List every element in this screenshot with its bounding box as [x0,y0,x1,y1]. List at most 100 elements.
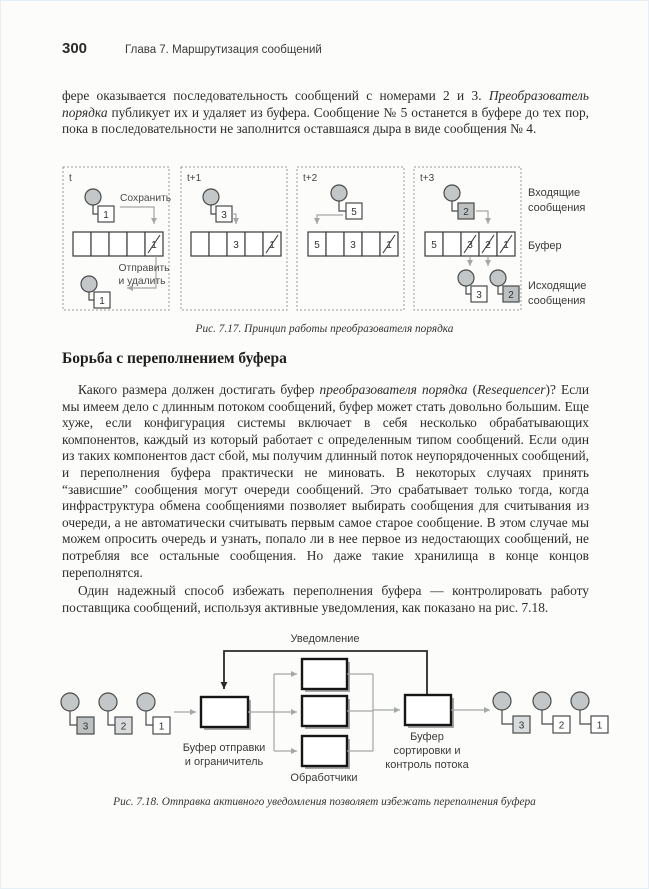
buffer-label: Буфер [528,240,562,252]
text-run-italic: Resequencer [477,382,546,397]
text-run-italic: преобразователя порядка [319,382,468,397]
text-run: публикует их и удаляет из буфера. Сообще… [62,104,589,137]
figure-caption-7-18: Рис. 7.18. Отправка активного уведомлени… [113,796,536,808]
outgoing-label-2: сообщения [528,295,585,307]
message-number: 1 [99,296,105,307]
incoming-message-icon: 5 [330,184,363,220]
send-buffer-label-2: и ограничитель [185,756,264,768]
send-label-1: Отправить [118,263,169,274]
message-number: 3 [221,210,227,221]
panel-t2: t+2 5 5 3 1 [296,166,405,311]
processors-label: Обработчики [290,772,357,784]
sort-buffer-label-3: контроль потока [385,759,469,771]
cell-number: 3 [467,240,473,251]
store-arrow [476,210,491,224]
figure-caption-7-17: Рис. 7.17. Принцип работы преобразовател… [195,323,454,335]
processor-box [300,734,350,769]
figure-active-notification: Уведомление 3 2 1 [60,633,609,784]
cell-number: 1 [386,240,392,251]
figure-side-labels: Входящие сообщения Буфер Исходящие сообщ… [528,187,586,307]
fan-out-arrows [248,671,297,754]
save-label: Сохранить [120,193,171,204]
outgoing-message-icon: 3 [492,691,531,734]
panel-frame [62,166,170,311]
panel-frame [180,166,288,311]
message-number: 1 [159,722,165,733]
figure-resequencer-principle: t 1 Сохранить 1 Отправить и удалить [62,166,586,311]
fan-in-arrows [347,673,400,752]
send-delete-arrow [127,256,157,291]
section-heading: Борьба с переполнением буфера [62,350,287,367]
message-number: 2 [559,721,565,732]
outgoing-message-icon: 2 [532,691,571,734]
outgoing-message-icon: 3 [457,269,488,303]
cell-number: 1 [503,240,509,251]
store-arrow [232,213,239,224]
store-arrow [120,206,157,224]
sort-buffer-label-2: сортировки и [393,745,460,757]
panel-t1: t+1 3 3 1 [180,166,288,311]
incoming-message-icon: 2 [443,184,475,220]
cell-number: 2 [485,240,491,251]
outgoing-message-icon: 2 [489,269,520,303]
cell-number: 1 [269,240,275,251]
panel-t: t 1 Сохранить 1 Отправить и удалить [62,166,171,311]
incoming-message-icon: 3 [60,692,95,735]
store-arrow [314,214,343,224]
incoming-message-icon: 1 [84,188,115,223]
buffer-cells: 5 3 1 [307,231,399,257]
buffer-cells: 1 [72,231,164,257]
incoming-label-1: Входящие [528,187,580,199]
cell-number: 1 [151,240,157,251]
incoming-message-icon: 2 [98,692,133,735]
outgoing-label-1: Исходящие [528,280,586,292]
text-run: ( [467,382,478,397]
notification-arrow [220,650,428,694]
time-label: t [69,173,72,184]
sort-buffer-box [403,693,454,728]
time-label: t+2 [303,173,318,184]
text-run: фере оказывается последовательность сооб… [62,88,489,103]
panel-t3: t+3 2 5 3 2 1 [413,166,522,311]
paragraph-continuation: фере оказывается последовательность сооб… [62,88,589,138]
processor-box [300,657,350,692]
cell-number: 5 [314,240,320,251]
incoming-label-2: сообщения [528,202,585,214]
message-number: 3 [83,722,89,733]
send-buffer-label-1: Буфер отправки [183,742,266,754]
figure-labels: Буфер отправки и ограничитель Обработчик… [183,731,470,784]
message-number: 2 [463,207,469,218]
paragraph-active-notification: Один надежный способ избежать переполнен… [62,583,589,615]
cell-number: 3 [233,240,239,251]
send-label-2: и удалить [119,276,166,287]
message-number: 5 [351,207,357,218]
message-number: 1 [103,210,109,221]
message-number: 2 [508,290,514,301]
text-run-italic: Преобразователь порядка [62,88,589,120]
cell-number: 5 [431,240,437,251]
time-label: t+3 [420,173,435,184]
message-number: 2 [121,722,127,733]
page-number: 300 [62,40,88,57]
paragraph-buffer-size: Какого размера должен достигать буфер пр… [62,382,589,581]
cell-number: 3 [350,240,356,251]
notification-label: Уведомление [291,633,360,645]
text-run: )? Если мы имеем дело с длинным потоком … [62,382,589,580]
processor-box [300,694,350,729]
message-number: 1 [597,721,603,732]
sort-buffer-label-1: Буфер [410,731,444,743]
time-label: t+1 [187,173,202,184]
body-text-block: Какого размера должен достигать буфер пр… [62,382,589,618]
panel-frame [413,166,522,311]
outgoing-message-icon: 1 [570,691,609,734]
incoming-message-icon: 1 [136,692,171,735]
buffer-cells: 3 1 [190,231,282,257]
incoming-message-icon: 3 [202,188,233,223]
message-number: 3 [476,290,482,301]
buffer-cells: 5 3 2 1 [424,231,516,257]
text-run: Какого размера должен достигать буфер [78,382,320,397]
page-header: 300 Глава 7. Маршрутизация сообщений [62,40,589,58]
chapter-title: Глава 7. Маршрутизация сообщений [125,44,322,56]
panel-frame [296,166,405,311]
